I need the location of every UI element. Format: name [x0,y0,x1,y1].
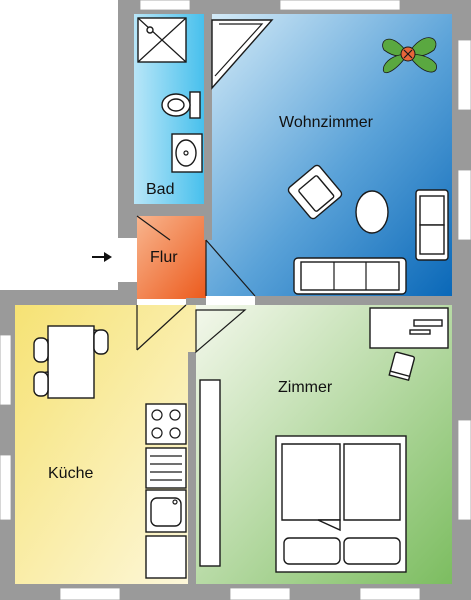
table-icon [355,190,389,234]
corner-shelf-icon [211,19,274,90]
room-label-wohnzimmer: Wohnzimmer [279,114,374,131]
bed-icon [275,435,407,573]
stove-icon [145,403,187,445]
sofa-icon [293,257,407,295]
dining-table-icon [33,325,109,399]
room-label-kueche: Küche [48,465,93,482]
wardrobe-icon [199,379,221,567]
armchair-icon [287,164,343,220]
sink-icon [171,133,203,173]
toilet-icon [161,91,201,119]
doors [136,215,256,354]
arrow-right-icon [92,252,112,262]
desk-icon [369,307,449,349]
chair-icon [388,351,416,382]
shower-icon [137,17,187,63]
room-label-flur: Flur [150,249,178,266]
plant-icon [382,37,437,74]
kitchen-sink-icon [145,489,187,533]
room-label-zimmer: Zimmer [278,379,333,396]
room-flur [137,216,206,299]
room-label-bad: Bad [146,181,174,198]
room-wohnzimmer [206,14,452,296]
counter-icon [145,447,187,489]
cabinet-icon [145,535,187,579]
small-sofa-icon [415,189,449,261]
